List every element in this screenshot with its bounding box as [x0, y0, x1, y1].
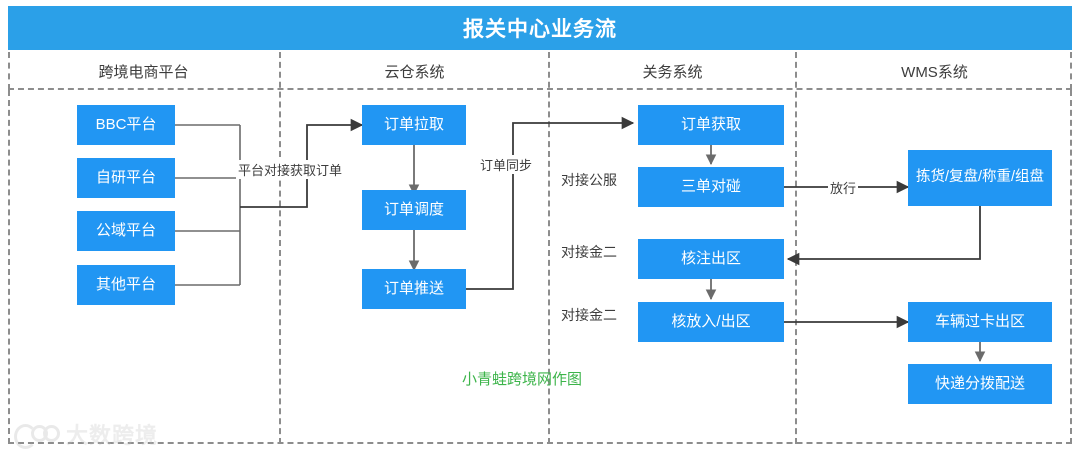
note-golden-tax-2-a: 对接金二	[561, 244, 617, 260]
node-bbc-platform[interactable]: BBC平台	[77, 105, 175, 145]
node-vehicle-gate-exit[interactable]: 车辆过卡出区	[908, 302, 1052, 342]
diagram-title-bar: 报关中心业务流	[8, 6, 1072, 50]
swimlane-body	[8, 90, 1072, 444]
edge-label-order-sync: 订单同步	[478, 155, 535, 174]
node-self-platform[interactable]: 自研平台	[77, 158, 175, 198]
lane-label-cloud-warehouse: 云仓系统	[384, 63, 445, 81]
note-public-service: 对接公服	[561, 172, 617, 188]
credit-text: 小青蛙跨境网作图	[462, 371, 583, 388]
lane-label-wms: WMS系统	[901, 63, 968, 81]
node-order-dispatch[interactable]: 订单调度	[362, 190, 466, 230]
node-three-doc-match[interactable]: 三单对碰	[638, 167, 784, 207]
page-title: 报关中心业务流	[463, 18, 617, 41]
node-other-platform[interactable]: 其他平台	[77, 265, 175, 305]
node-verify-note-exit[interactable]: 核注出区	[638, 239, 784, 279]
lane-divider-3	[795, 52, 797, 444]
edge-label-platform-docking: 平台对接获取订单	[236, 160, 345, 179]
watermark-text: 大数跨境	[66, 423, 159, 448]
lane-label-ecommerce: 跨境电商平台	[98, 63, 189, 81]
node-verify-release-in-out[interactable]: 核放入/出区	[638, 302, 784, 342]
node-order-fetch[interactable]: 订单获取	[638, 105, 784, 145]
swimlane-header-row	[8, 52, 1072, 90]
lane-label-customs: 关务系统	[642, 63, 703, 81]
lane-divider-1	[279, 52, 281, 444]
note-golden-tax-2-b: 对接金二	[561, 307, 617, 323]
brand-logo-icon	[14, 423, 60, 449]
edge-label-release: 放行	[828, 178, 859, 197]
node-pick-check-weigh[interactable]: 拣货/复盘/称重/组盘	[908, 150, 1052, 206]
node-order-push[interactable]: 订单推送	[362, 269, 466, 309]
node-express-sort-delivery[interactable]: 快递分拨配送	[908, 364, 1052, 404]
node-order-pull[interactable]: 订单拉取	[362, 105, 466, 145]
watermark: 大数跨境	[14, 418, 158, 450]
node-public-platform[interactable]: 公域平台	[77, 211, 175, 251]
